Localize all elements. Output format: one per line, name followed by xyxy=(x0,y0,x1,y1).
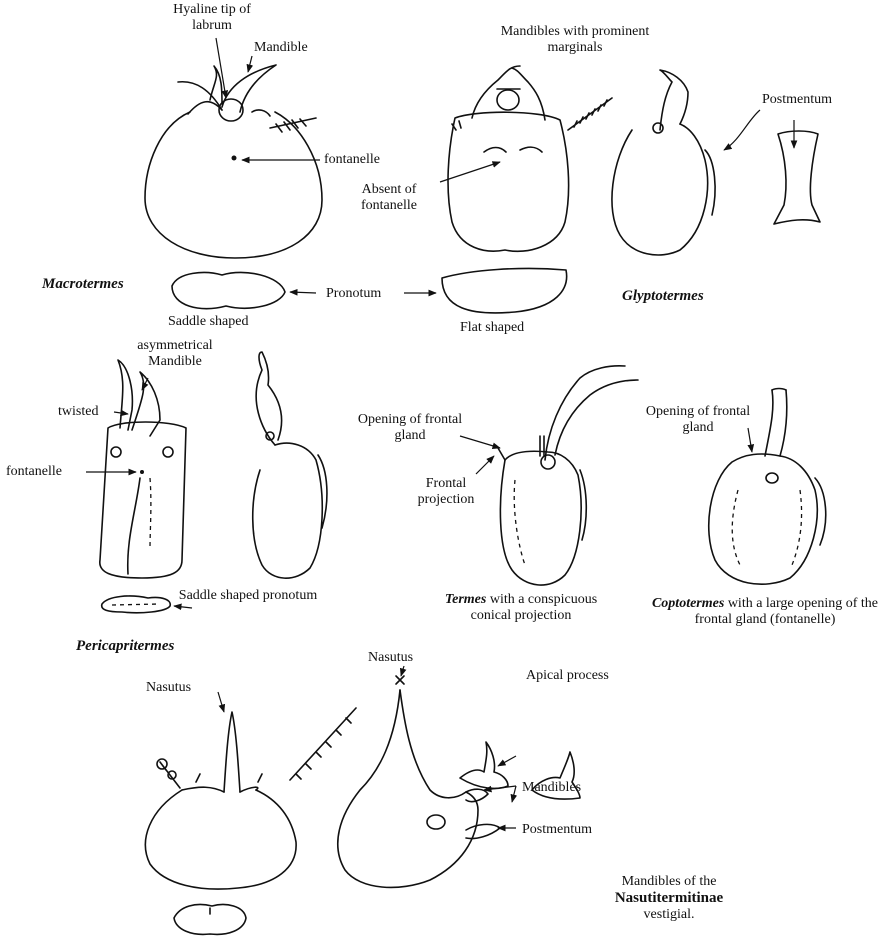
caption-termes-rest: with a conspicuous conical projection xyxy=(471,592,598,623)
genus-pericapritermes: Pericapritermes xyxy=(76,638,174,654)
label-absent-of-fontanelle: Absent of fontanelle xyxy=(345,182,433,214)
label-nasutus-left: Nasutus xyxy=(146,680,191,696)
termes-lateral-head-drawing xyxy=(498,366,638,585)
label-apical-process: Apical process xyxy=(526,668,609,684)
note-nasutitermitinae: Nasutitermitinae xyxy=(574,890,764,906)
glyptotermes-lateral-head-drawing xyxy=(612,70,715,255)
label-fontanelle-macrotermes: fontanelle xyxy=(324,152,380,168)
pericapritermes-dorsal-head-drawing xyxy=(100,360,186,578)
nasutitermitinae-dorsal-head-drawing xyxy=(145,708,356,889)
label-saddle-shaped: Saddle shaped xyxy=(168,314,248,330)
genus-termes: Termes xyxy=(445,592,486,607)
label-saddle-shaped-pronotum: Saddle shaped pronotum xyxy=(168,588,328,604)
label-postmentum-nasutitermitinae: Postmentum xyxy=(522,822,592,838)
nasutitermitinae-lateral-head-drawing xyxy=(338,676,500,887)
label-frontal-projection: Frontal projection xyxy=(406,476,486,508)
label-nasutus-right: Nasutus xyxy=(368,650,413,666)
label-mandibles: Mandibles xyxy=(522,780,581,796)
label-opening-of-frontal-gland-termes: Opening of frontal gland xyxy=(352,412,468,444)
postmentum-drawing xyxy=(774,131,820,224)
caption-coptotermes: Coptotermes with a large opening of the … xyxy=(650,596,880,628)
macrotermes-head-drawing xyxy=(145,65,322,258)
glyptotermes-dorsal-head-drawing xyxy=(448,66,612,251)
label-mandible: Mandible xyxy=(254,40,308,56)
caption-termes: Termes with a conspicuous conical projec… xyxy=(440,592,602,624)
label-postmentum-glyptotermes: Postmentum xyxy=(762,92,832,108)
glyptotermes-pronotum-drawing xyxy=(442,268,567,313)
genus-glyptotermes: Glyptotermes xyxy=(622,288,704,304)
label-flat-shaped: Flat shaped xyxy=(460,320,524,336)
label-mandibles-with-prominent-marginals: Mandibles with prominent marginals xyxy=(500,24,650,56)
genus-macrotermes: Macrotermes xyxy=(42,276,124,292)
label-opening-of-frontal-gland-coptotermes: Opening of frontal gland xyxy=(638,404,758,436)
note-line-3: vestigial. xyxy=(574,907,764,923)
label-asymmetrical-mandible: asymmetrical Mandible xyxy=(110,338,240,370)
label-twisted: twisted xyxy=(58,404,98,420)
note-line-1: Mandibles of the xyxy=(574,874,764,890)
pericapritermes-pronotum-drawing xyxy=(102,596,171,613)
pericapritermes-lateral-head-drawing xyxy=(253,352,327,578)
label-pronotum: Pronotum xyxy=(326,286,381,302)
label-hyaline-tip-of-labrum: Hyaline tip of labrum xyxy=(152,2,272,34)
genus-coptotermes: Coptotermes xyxy=(652,596,724,611)
macrotermes-pronotum-drawing xyxy=(172,272,285,308)
label-fontanelle-pericapritermes: fontanelle xyxy=(6,464,62,480)
